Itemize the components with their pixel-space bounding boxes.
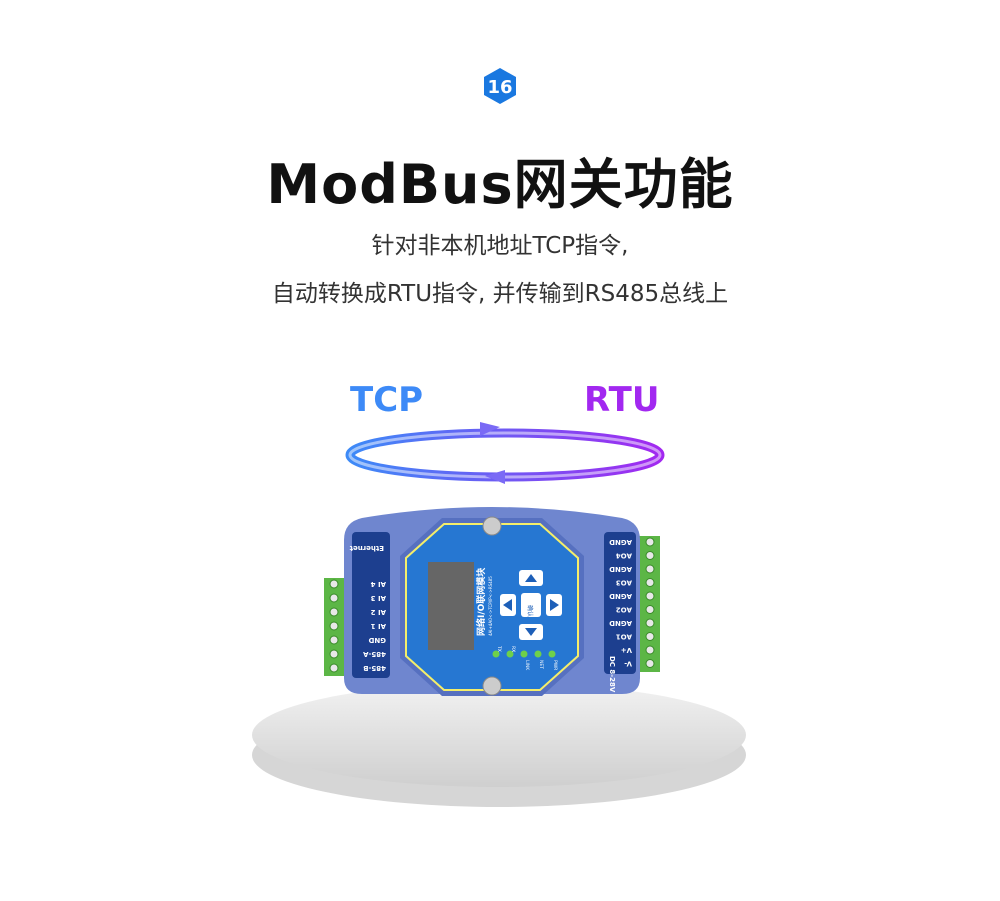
right-terminal-label: AGND [609,538,632,546]
left-terminal-label: GND [368,636,386,644]
left-terminal-label: 485-A [362,650,386,658]
left-terminal-label: 485-B [363,664,386,672]
status-led [506,650,514,658]
tcp-label: TCP [350,380,424,420]
left-terminal-label: AI 2 [371,608,386,616]
status-led [548,650,556,658]
ethernet-label: Ethernet [349,544,384,552]
right-terminal-label: AGND [609,565,632,573]
conversion-cycle-arrows-icon [345,422,665,484]
terminal-screw[interactable] [645,605,655,614]
terminal-screw[interactable] [645,591,655,601]
right-terminal-label: AO2 [616,606,632,614]
right-terminal-label: AO4 [616,552,632,560]
right-terminal-label: AO3 [616,579,632,587]
led-label: RX [510,646,516,652]
terminal-screw[interactable] [329,607,339,617]
right-terminal-label: AGND [609,592,632,600]
terminal-screw[interactable] [329,621,339,631]
terminal-screw[interactable] [329,635,339,645]
terminal-screw[interactable] [645,659,655,668]
page-title: ModBus网关功能 [266,153,734,216]
io-module-device: 网络I/O联网模块 4AI+4AO<->TCP/IP<->RS485 确认 TX… [324,507,660,696]
power-note: DC 8-28V [608,656,616,693]
status-led [534,650,542,658]
right-terminal-label: V- [624,660,632,668]
terminal-screw[interactable] [329,593,339,603]
terminal-screw[interactable] [645,537,655,547]
terminal-screw[interactable] [329,663,339,673]
status-led [520,650,528,658]
left-terminal-label: AI 4 [371,580,386,588]
model-title: 网络I/O联网模块 [475,567,487,636]
right-terminal-block [638,536,660,672]
badge-number: 16 [487,77,512,98]
terminal-screw[interactable] [645,578,655,587]
subtitle-line-2: 自动转换成RTU指令, 并传输到RS485总线上 [271,281,729,307]
led-label: TX [496,645,502,652]
key-confirm [521,593,541,617]
terminal-screw[interactable] [645,632,655,641]
right-terminal-label: AGND [609,619,632,627]
terminal-screw[interactable] [645,645,655,655]
terminal-screw[interactable] [329,649,339,659]
lcd-screen [428,562,474,650]
right-terminal-label: AO1 [616,633,632,641]
number-badge-icon: 16 [484,68,516,104]
confirm-key-label: 确认 [526,605,534,617]
right-terminal-label: V+ [621,646,632,654]
subtitle-line-1: 针对非本机地址TCP指令, [371,233,629,259]
led-label: NET [538,660,544,669]
display-pedestal [252,683,746,807]
left-terminal-label: AI 1 [371,622,386,630]
led-label: PWR [552,660,558,670]
terminal-screw[interactable] [645,551,655,560]
led-label: LINK [524,660,530,671]
model-subtitle: 4AI+4AO<->TCP/IP<->RS485 [488,576,493,636]
terminal-screw[interactable] [645,618,655,628]
terminal-screw[interactable] [645,564,655,574]
terminal-screw[interactable] [329,579,339,589]
left-terminal-label: AI 3 [371,594,386,602]
rtu-label: RTU [584,380,660,420]
status-led [492,650,500,658]
